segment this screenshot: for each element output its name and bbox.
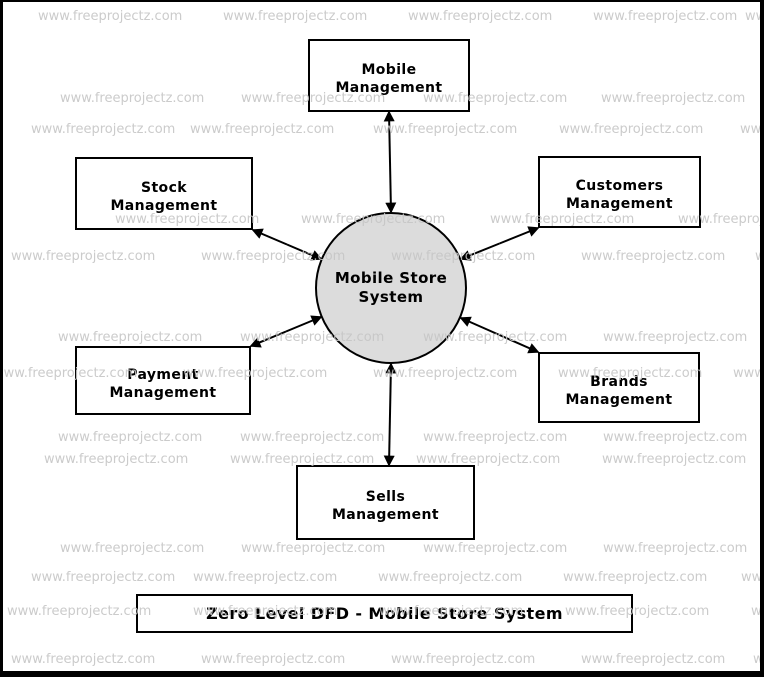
data-flow-arrow — [385, 362, 397, 415]
data-flow-arrow — [385, 161, 397, 214]
data-flow-arrow — [459, 242, 500, 261]
data-flow-arrow — [459, 316, 500, 336]
entity-label-line2: Management — [565, 391, 673, 408]
entity-label-line1: Stock — [140, 179, 187, 196]
data-flow-arrow — [383, 110, 395, 163]
entity-label-line1: Customers — [575, 178, 664, 194]
diagram-title: Zero Level DFD - Mobile Store System — [206, 604, 563, 623]
entity-brands-management: Brands Management — [538, 352, 700, 423]
data-flow-arrow — [285, 315, 323, 333]
process-label-line1: Mobile Store — [334, 269, 448, 287]
entity-sells-management: Sells Management — [296, 465, 475, 540]
connector-arrows — [249, 110, 540, 467]
data-flow-arrow — [286, 243, 323, 261]
data-flow-arrow — [499, 226, 540, 245]
entity-label-line2: Management — [331, 506, 440, 523]
process-label-line2: System — [358, 288, 424, 306]
entity-stock-management: Stock Management — [75, 157, 253, 230]
process-mobile-store-system: Mobile Store System — [315, 212, 467, 364]
data-flow-arrow — [249, 330, 287, 348]
entity-label-line1: Sells — [365, 488, 406, 505]
data-flow-arrow — [499, 334, 540, 354]
entity-payment-management: Payment Management — [75, 346, 251, 415]
entity-label-line1: Payment — [127, 366, 199, 383]
data-flow-arrow — [251, 228, 288, 246]
diagram-title-box: Zero Level DFD - Mobile Store System — [136, 594, 633, 633]
data-flow-arrow — [383, 414, 395, 467]
entity-customers-management: Customers Management — [538, 156, 701, 228]
entity-label-line1: Mobile — [361, 61, 417, 78]
entity-label-line1: Brands — [590, 373, 648, 390]
entity-label-line2: Management — [335, 79, 443, 96]
entity-label-line2: Management — [565, 196, 674, 212]
entity-mobile-management: Mobile Management — [308, 39, 470, 112]
entity-label-line2: Management — [110, 197, 218, 214]
entity-label-line2: Management — [109, 384, 217, 401]
